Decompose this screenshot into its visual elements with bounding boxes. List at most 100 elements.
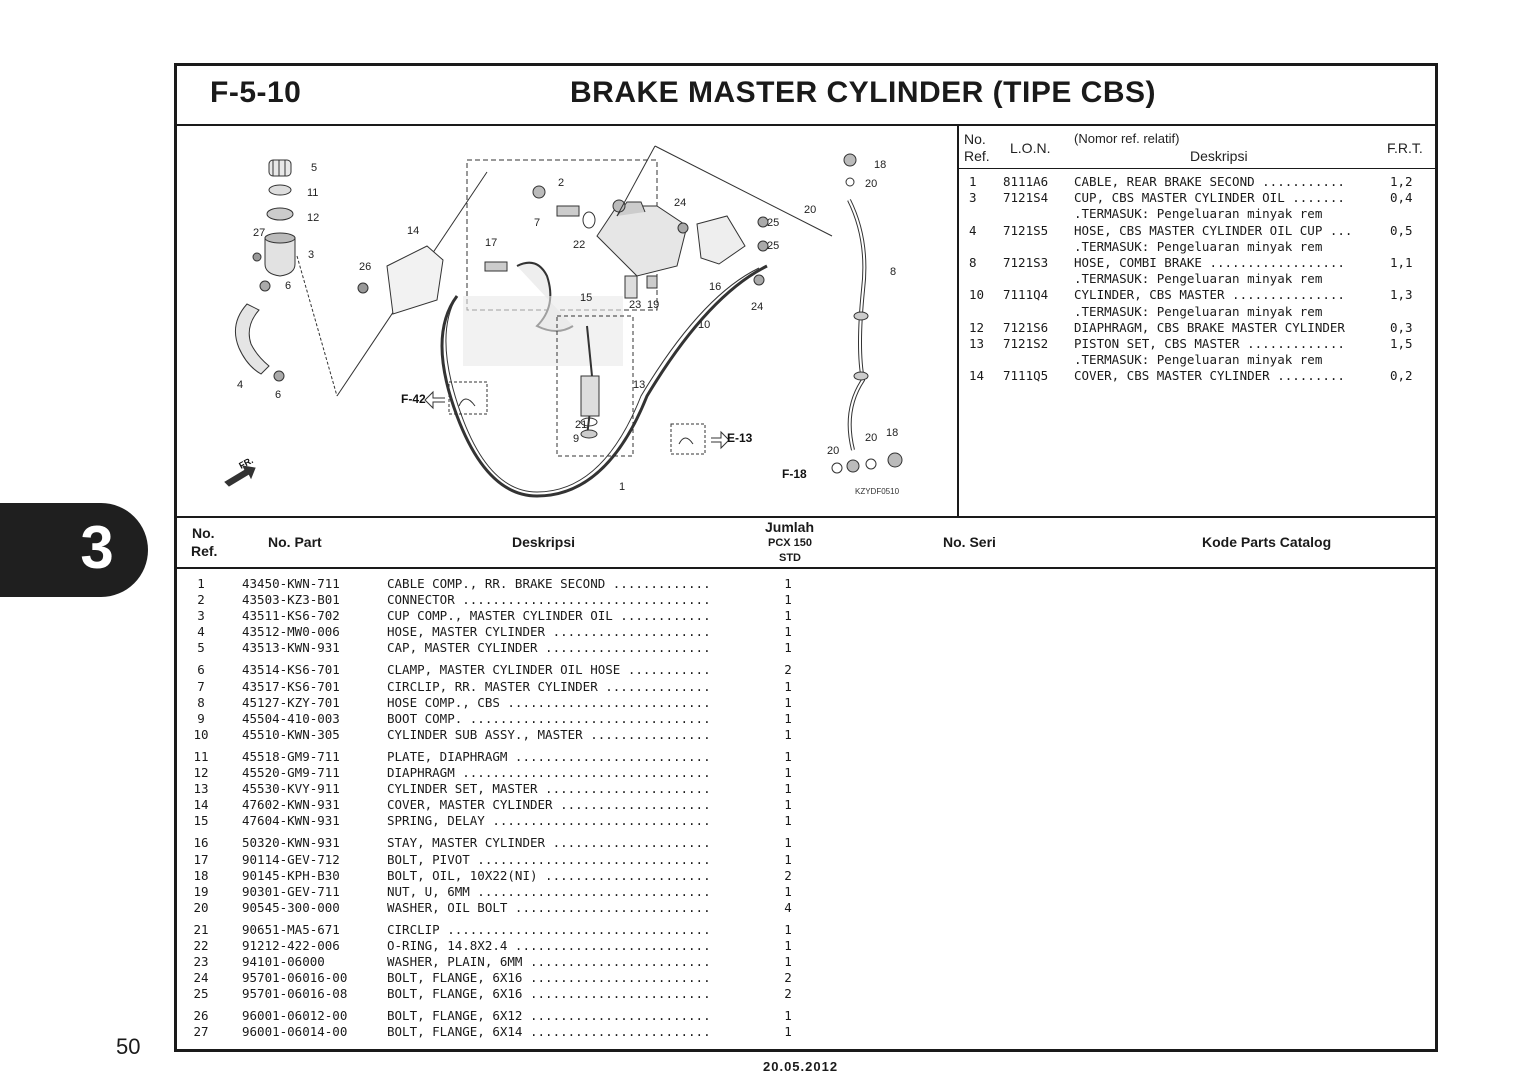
part-quantity: 1 [784,781,792,797]
svg-text:20: 20 [865,432,877,444]
frt-lon: 8111A6 [1003,174,1049,189]
part-ref: 12 [193,765,209,781]
svg-text:20: 20 [827,445,839,457]
frt-desc: .TERMASUK: Pengeluaran minyak rem [1074,238,1323,254]
part-ref: 20 [193,899,209,915]
frt-lon: 7121S4 [1003,190,1049,206]
part-quantity: 1 [784,765,792,781]
part-number: 45127-KZY-701 [242,694,340,710]
frt-value: 1,1 [1390,254,1413,270]
part-quantity: 2 [784,662,792,678]
part-ref: 26 [193,1008,209,1024]
svg-text:22: 22 [573,239,585,251]
frt-desc: CYLINDER, CBS MASTER ............... [1074,287,1345,303]
parts-header-variant: STD [779,552,801,564]
part-quantity: 2 [784,867,792,883]
part-description: BOOT COMP. .............................… [387,710,711,726]
part-description: CAP, MASTER CYLINDER ...................… [387,640,711,656]
part-number: 94101-06000 [242,954,325,970]
part-number: 90145-KPH-B30 [242,867,340,883]
part-description: O-RING, 14.8X2.4 .......................… [387,937,711,953]
part-ref: 19 [193,883,209,899]
svg-text:6: 6 [285,280,291,292]
frt-lon: 7111Q4 [1003,287,1049,303]
svg-text:27: 27 [253,227,265,239]
svg-text:2: 2 [558,177,564,189]
page-number: 50 [116,1034,141,1059]
frt-ref: 12 [969,319,985,335]
part-ref: 8 [197,694,205,710]
part-description: BOLT, FLANGE, 6X14 .....................… [387,1024,711,1040]
part-quantity: 2 [784,986,792,1002]
part-quantity: 1 [784,937,792,953]
diagram-divider [957,126,959,517]
part-ref: 17 [193,851,209,867]
frt-header-lon: L.O.N. [1010,140,1051,156]
parts-header-jumlah: Jumlah [765,519,815,535]
part-description: HOSE, MASTER CYLINDER ..................… [387,624,711,640]
part-quantity: 1 [784,1024,792,1040]
part-ref: 25 [193,986,209,1002]
part-quantity: 1 [784,726,792,742]
frt-ref: 14 [969,368,985,384]
part-ref: 18 [193,867,209,883]
part-quantity: 1 [784,851,792,867]
part-ref: 4 [197,624,205,640]
part-ref: 9 [197,710,205,726]
part-description: CABLE COMP., RR. BRAKE SECOND ..........… [387,576,711,591]
part-ref: 21 [193,921,209,937]
part-description: CLAMP, MASTER CYLINDER OIL HOSE ........… [387,662,711,678]
frt-row: .TERMASUK: Pengeluaran minyak rem [963,304,1433,320]
frt-ref: 1 [969,174,977,189]
part-description: PLATE, DIAPHRAGM .......................… [387,748,711,764]
part-number: 47604-KWN-931 [242,813,340,829]
part-quantity: 1 [784,954,792,970]
part-description: WASHER, PLAIN, 6MM .....................… [387,954,711,970]
svg-text:9: 9 [573,433,579,445]
part-number: 43503-KZ3-B01 [242,592,340,608]
frt-row: .TERMASUK: Pengeluaran minyak rem [963,352,1433,368]
frt-desc: .TERMASUK: Pengeluaran minyak rem [1074,352,1323,368]
frt-lon: 7121S3 [1003,254,1049,270]
part-number: 50320-KWN-931 [242,835,340,851]
svg-text:7: 7 [534,217,540,229]
svg-text:24: 24 [751,301,763,313]
parts-header-seri: No. Seri [943,534,996,550]
part-ref: 5 [197,640,205,656]
part-number: 96001-06014-00 [242,1024,348,1040]
svg-text:21: 21 [575,419,587,431]
part-number: 45518-GM9-711 [242,748,340,764]
print-date: 20.05.2012 [763,1059,839,1074]
parts-group: 11 45518-GM9-711 PLATE, DIAPHRAGM ........… [190,749,810,829]
part-number: 45510-KWN-305 [242,726,340,742]
part-quantity: 1 [784,678,792,694]
part-number: 43511-KS6-702 [242,608,340,624]
part-quantity: 2 [784,970,792,986]
part-quantity: 4 [784,899,792,915]
part-number: 95701-06016-00 [242,970,348,986]
part-ref: 6 [197,662,205,678]
frt-desc: CUP, CBS MASTER CYLINDER OIL ....... [1074,190,1345,206]
svg-text:6: 6 [275,389,281,401]
svg-text:26: 26 [359,261,371,273]
part-quantity: 1 [784,694,792,710]
frt-value: 1,3 [1390,287,1413,303]
part-description: BOLT, FLANGE, 6X16 .....................… [387,970,711,986]
